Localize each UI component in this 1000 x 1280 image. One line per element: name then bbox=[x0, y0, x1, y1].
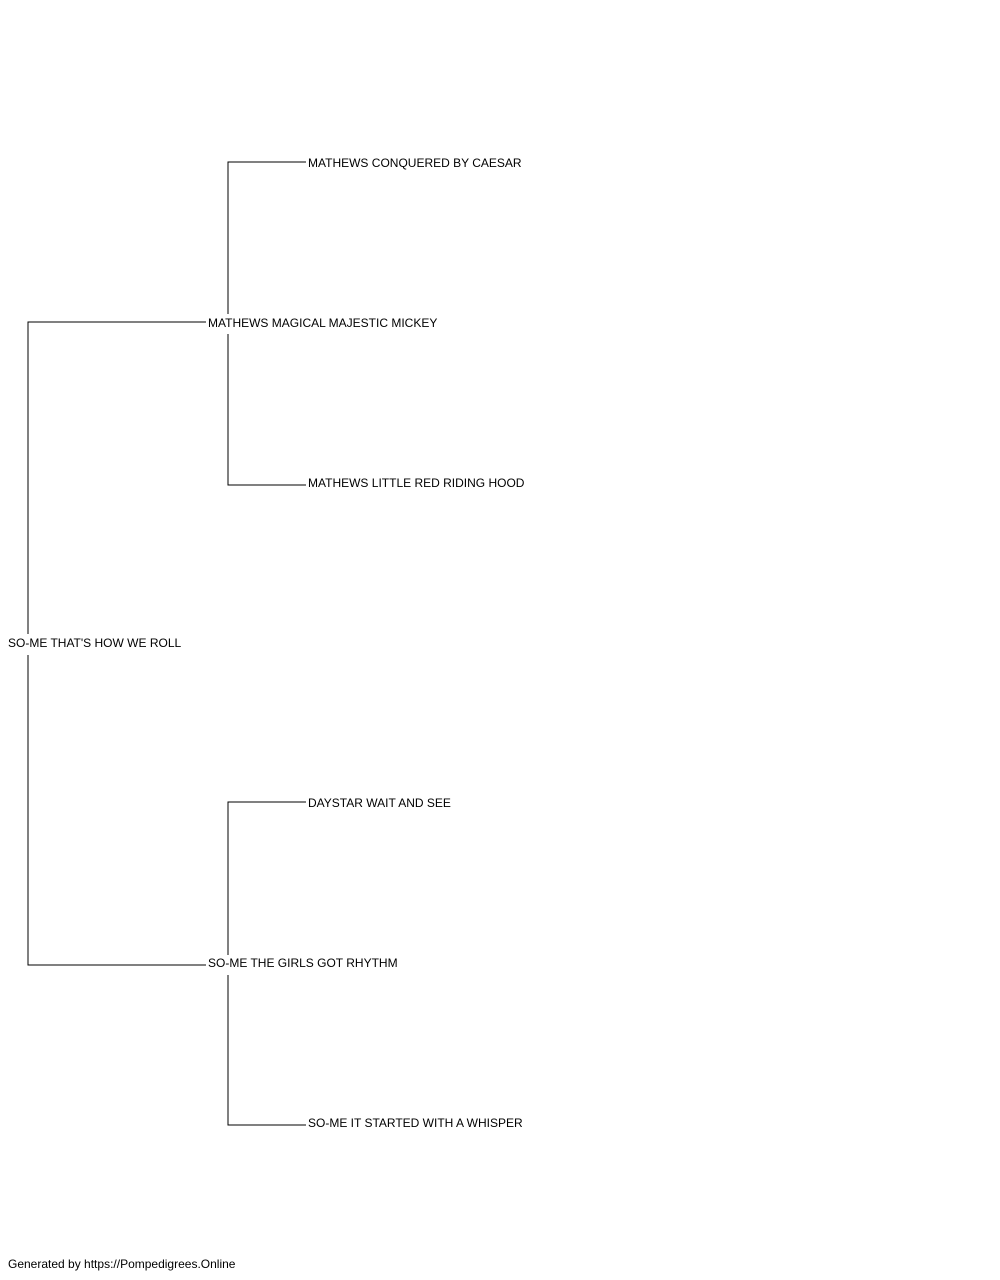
sire-sire-name[interactable]: MATHEWS CONQUERED BY CAESAR bbox=[308, 156, 522, 170]
sire-dam-name[interactable]: MATHEWS LITTLE RED RIDING HOOD bbox=[308, 476, 525, 490]
connector-sire-dam bbox=[227, 334, 306, 486]
dam-dam-name[interactable]: SO-ME IT STARTED WITH A WHISPER bbox=[308, 1116, 523, 1130]
dam-sire-name[interactable]: DAYSTAR WAIT AND SEE bbox=[308, 796, 451, 810]
connector-sire-sire bbox=[227, 161, 306, 314]
dam-name[interactable]: SO-ME THE GIRLS GOT RHYTHM bbox=[208, 956, 398, 970]
connector-subject-sire bbox=[27, 321, 206, 634]
sire-name[interactable]: MATHEWS MAGICAL MAJESTIC MICKEY bbox=[208, 316, 437, 330]
subject-name[interactable]: SO-ME THAT'S HOW WE ROLL bbox=[8, 636, 182, 650]
connector-subject-dam bbox=[27, 655, 206, 966]
connector-dam-dam bbox=[227, 975, 306, 1126]
footer-credit: Generated by https://Pompedigrees.Online bbox=[8, 1257, 236, 1271]
connector-dam-sire bbox=[227, 801, 306, 955]
